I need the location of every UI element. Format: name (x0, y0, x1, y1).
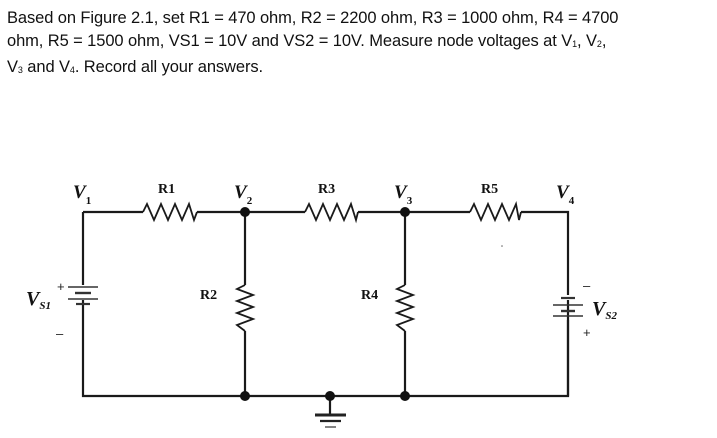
source-label-vs1: VS1 (26, 288, 51, 312)
resistor-r3-zigzag (304, 201, 359, 224)
battery-vs1-icon (68, 286, 98, 306)
node-label-v4: V4 (556, 182, 575, 207)
resistor-label-r2: R2 (200, 288, 217, 303)
junction-bottom-r4 (400, 391, 410, 401)
wire-r5-v4 (521, 210, 570, 283)
question-line-3: V3 and V4. Record all your answers. (7, 56, 712, 82)
wire-left-bottom (81, 300, 570, 398)
question-line-1: Based on Figure 2.1, set R1 = 470 ohm, R… (7, 9, 619, 27)
battery-vs2-icon (553, 296, 583, 317)
junction-bottom-r2 (240, 391, 250, 401)
resistor-r4-zigzag (394, 284, 416, 332)
subscript: 1 (572, 39, 578, 49)
question-line-2: ohm, R5 = 1500 ohm, VS1 = 10V and VS2 = … (7, 30, 712, 56)
vs1-plus-sign: + (57, 279, 65, 294)
junction-bottom-ground (325, 391, 335, 401)
resistor-r1-zigzag (142, 201, 198, 223)
ground-icon (315, 413, 346, 428)
resistor-label-r5: R5 (481, 182, 498, 197)
resistor-r5-zigzag (469, 200, 522, 223)
junction-node-v3 (400, 207, 410, 217)
text: and V (22, 58, 70, 76)
text: , (601, 32, 607, 50)
text: V (7, 58, 18, 76)
question-text: Based on Figure 2.1, set R1 = 470 ohm, R… (7, 7, 712, 82)
vs2-minus-sign: – (583, 278, 591, 293)
node-label-v2: V2 (234, 182, 253, 207)
resistor-r2-zigzag (234, 284, 256, 332)
text: ohm, R5 = 1500 ohm, VS1 = 10V and VS2 = … (7, 32, 573, 50)
junction-node-v2 (240, 207, 250, 217)
node-label-v3: V3 (394, 182, 413, 207)
vs1-minus-sign: – (56, 326, 64, 341)
text: , V (577, 32, 597, 50)
subscript: 3 (17, 65, 23, 75)
node-label-v1: V1 (73, 182, 91, 207)
text: . Record all your answers. (74, 58, 263, 76)
resistor-label-r4: R4 (361, 288, 378, 303)
stray-dot (501, 245, 503, 247)
resistor-label-r1: R1 (158, 182, 175, 197)
subscript: 2 (596, 39, 602, 49)
vs2-plus-sign: + (583, 325, 591, 340)
resistor-label-r3: R3 (318, 182, 335, 197)
subscript: 4 (69, 65, 75, 75)
source-label-vs2: VS2 (592, 298, 617, 322)
